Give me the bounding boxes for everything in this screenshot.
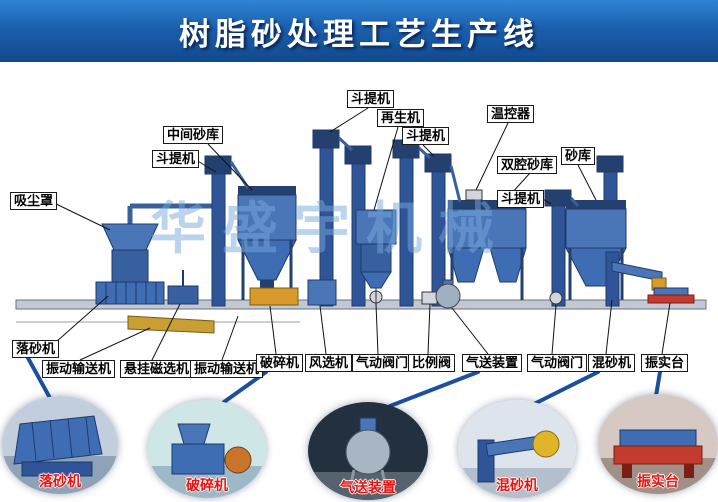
label-pneumatic-valve-2: 气动阀门 [527, 354, 588, 372]
callout-double-chamber-sand-silo: 双腔砂库 [497, 156, 558, 174]
inset-pneumatic-conveyor-photo [308, 402, 428, 500]
inset-crusher-label: 破碎机 [186, 477, 228, 493]
inset-compaction-table-label: 振实台 [637, 473, 679, 489]
pipes [229, 136, 580, 207]
temperature-controller-shape [465, 189, 483, 201]
label-pneumatic-valve-1: 气动阀门 [352, 354, 413, 372]
shakeout-machine-shape [95, 281, 165, 305]
pneumatic-valve-2-shape [549, 291, 563, 305]
air-classifier-shape [307, 279, 337, 306]
compaction-table-shape [647, 287, 695, 304]
callout-bucket-elevator-2: 斗提机 [347, 90, 395, 108]
label-shakeout-machine: 落砂机 [12, 340, 60, 358]
page-title: 树脂砂处理工艺生产线 [179, 16, 539, 52]
callout-bucket-elevator-1: 斗提机 [152, 150, 200, 168]
double-chamber-silo-shape [447, 189, 527, 300]
crusher-shape [249, 287, 299, 306]
callout-regenerator: 再生机 [377, 109, 425, 127]
inset-pneumatic-conveyor: 气送装置 [308, 402, 428, 500]
label-pneumatic-conveyor: 气送装置 [462, 354, 523, 372]
inset-shakeout-machine: 落砂机 [2, 396, 118, 494]
label-compaction-table: 振实台 [641, 354, 689, 372]
pneumatic-conveyor-shape [435, 279, 461, 309]
label-proportional-valve: 比例阀 [408, 354, 456, 372]
label-air-classifier: 风选机 [305, 354, 353, 372]
proportional-valve-shape [421, 291, 438, 305]
label-vibrating-conveyor-2: 振动输送机 [190, 360, 264, 378]
inset-pneumatic-conveyor-label: 气送装置 [340, 479, 396, 495]
sand-mixer-shape [605, 251, 667, 307]
inset-shakeout-label: 落砂机 [39, 473, 81, 489]
label-magnetic-separator: 悬挂磁选机 [120, 360, 194, 378]
intermediate-sand-silo-shape [237, 186, 297, 300]
bottom-callout-lines [55, 295, 671, 361]
inset-sand-mixer-label: 混砂机 [496, 477, 538, 493]
callout-lines [51, 107, 597, 231]
callout-dust-hood: 吸尘罩 [10, 192, 58, 210]
vibrating-conveyor-shape [127, 315, 215, 334]
regenerator-shape [355, 209, 397, 289]
callout-temperature-controller: 温控器 [487, 105, 535, 123]
label-sand-mixer: 混砂机 [588, 354, 636, 372]
inset-crusher: 破碎机 [148, 400, 266, 498]
pneumatic-valve-1-shape [369, 288, 383, 305]
magnetic-separator-shape [167, 270, 199, 305]
inset-shakeout-photo [2, 396, 118, 494]
dust-hood-shape [101, 203, 213, 283]
label-crusher: 破碎机 [256, 354, 304, 372]
inset-compaction-table: 振实台 [598, 394, 718, 494]
inset-sand-mixer: 混砂机 [458, 400, 576, 498]
callout-sand-silo: 砂库 [561, 147, 596, 165]
inset-compaction-table-photo [598, 394, 718, 494]
label-vibrating-conveyor-1: 振动输送机 [42, 360, 116, 378]
callout-bucket-elevator-3: 斗提机 [402, 127, 450, 145]
callout-intermediate-sand-silo: 中间砂库 [163, 126, 224, 144]
title-banner: 树脂砂处理工艺生产线 [0, 0, 718, 62]
callout-bucket-elevator-4: 斗提机 [497, 190, 545, 208]
